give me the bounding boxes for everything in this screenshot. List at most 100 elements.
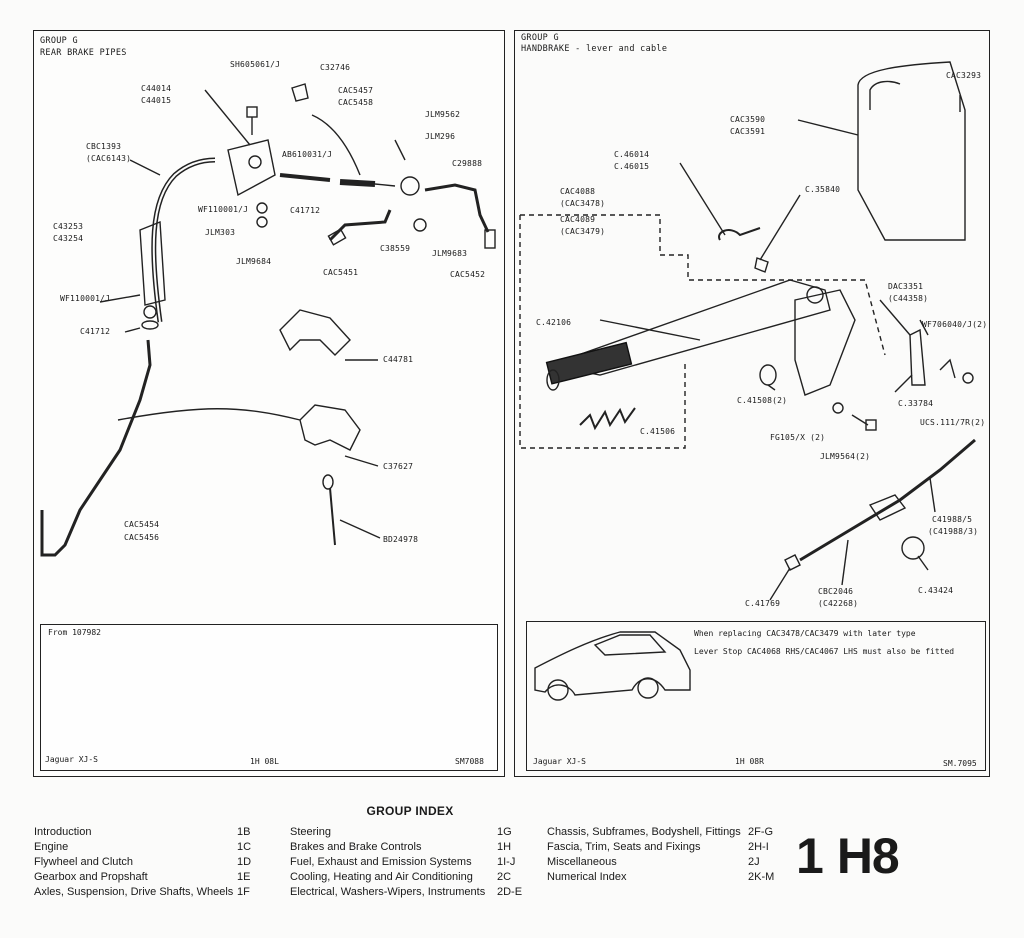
part-label: BD24978 (383, 535, 419, 544)
page-code-digit: 1 (796, 828, 824, 884)
part-label: C.41508(2) (737, 396, 788, 405)
index-entry: Brakes and Brake Controls (290, 841, 422, 853)
handbrake-sheet (514, 30, 990, 777)
part-label: WF110001/J (60, 294, 111, 303)
part-label: JLM9683 (432, 249, 468, 258)
part-label: C.41769 (745, 599, 781, 608)
from-serial-note: From 107982 (48, 628, 101, 637)
part-label: JLM9564(2) (820, 452, 871, 461)
index-entry: Miscellaneous (547, 856, 617, 868)
index-entry: Flywheel and Clutch (34, 856, 134, 868)
right-sm-number: SM.7095 (943, 759, 977, 768)
left-model-name: Jaguar XJ-S (45, 755, 98, 764)
xj-s-car-illustration (534, 631, 691, 696)
index-code: 1E (237, 871, 251, 883)
part-label: CAC3591 (730, 127, 766, 136)
index-code: 2H-I (748, 841, 769, 853)
right-footer-box (526, 621, 986, 771)
part-label: C44781 (383, 355, 414, 364)
part-label: CAC5451 (323, 268, 359, 277)
part-label: CAC4089 (560, 215, 596, 224)
part-label: CAC4088 (560, 187, 596, 196)
group-index-title: GROUP INDEX (366, 804, 454, 818)
right-model-name: Jaguar XJ-S (533, 757, 586, 766)
brake-pipe-bracket (227, 139, 276, 197)
replacement-note-line1: When replacing CAC3478/CAC3479 with late… (694, 629, 916, 638)
part-label: C.42106 (536, 318, 572, 327)
part-label: CBC2046 (818, 587, 854, 596)
flexible-brake-hose (151, 157, 216, 323)
index-code: 2D-E (497, 886, 523, 898)
index-code: 1G (497, 826, 512, 838)
part-label: C.46014 (614, 150, 650, 159)
part-label: CAC5456 (124, 533, 160, 542)
part-label: WF706040/J(2) (922, 320, 988, 329)
page-code-letters: H8 (836, 828, 900, 884)
left-page-ref: 1H 08L (250, 757, 279, 766)
part-label: WF110001/J (198, 205, 249, 214)
part-label: JLM9684 (236, 257, 272, 266)
part-label: CAC5452 (450, 270, 486, 279)
index-entry: Gearbox and Propshaft (34, 871, 148, 883)
part-label: C41712 (290, 206, 321, 215)
part-label: C.46015 (614, 162, 650, 171)
part-label: AB610031/J (282, 150, 333, 159)
part-label: C.41506 (640, 427, 676, 436)
index-entry: Numerical Index (547, 871, 627, 883)
part-label: FG105/X (2) (770, 433, 826, 442)
part-label: C.33784 (898, 399, 934, 408)
four-way-tee (400, 176, 420, 196)
index-entry: Steering (290, 826, 331, 838)
index-entry: Chassis, Subframes, Bodyshell, Fittings (547, 826, 741, 838)
part-label: CAC5454 (124, 520, 160, 529)
part-label: CAC3590 (730, 115, 766, 124)
part-label: C43254 (53, 234, 84, 243)
pipe-clip-c44781 (279, 309, 351, 356)
index-entry: Axles, Suspension, Drive Shafts, Wheels (34, 886, 234, 898)
index-code: 1B (237, 826, 251, 838)
part-label: JLM296 (425, 132, 456, 141)
left-sm-number: SM7088 (455, 757, 484, 766)
part-label: (C44358) (888, 294, 929, 303)
part-label: C41712 (80, 327, 111, 336)
part-label: C44014 (141, 84, 172, 93)
part-label: C44015 (141, 96, 172, 105)
pipe-clip-c37627 (299, 404, 361, 451)
part-label: SH605061/J (230, 60, 281, 69)
part-label: C37627 (383, 462, 414, 471)
index-code: 1H (497, 841, 512, 853)
right-sheet-group: GROUP G (521, 33, 559, 43)
part-label: C41988/5 (932, 515, 973, 524)
part-label: JLM9562 (425, 110, 461, 119)
part-label: C32746 (320, 63, 351, 72)
cable-grommet (901, 536, 925, 560)
part-label: CAC5457 (338, 86, 374, 95)
index-code: 1I-J (497, 856, 516, 868)
right-sheet-title: HANDBRAKE - lever and cable (521, 44, 668, 54)
part-label: DAC3351 (888, 282, 924, 291)
index-code: 2J (748, 856, 760, 868)
part-label: C38559 (380, 244, 411, 253)
handbrake-cable (799, 438, 976, 562)
part-label: C.35840 (805, 185, 841, 194)
index-code: 1D (237, 856, 252, 868)
index-code: 2K-M (748, 871, 775, 883)
index-entry: Cooling, Heating and Air Conditioning (290, 871, 473, 883)
part-label: C29888 (452, 159, 483, 168)
part-label: JLM303 (205, 228, 236, 237)
left-footer-box (40, 624, 498, 771)
left-sheet-group: GROUP G (40, 36, 78, 46)
index-code: 1C (237, 841, 252, 853)
part-label: (CAC6143) (86, 154, 132, 163)
index-entry: Electrical, Washers-Wipers, Instruments (290, 886, 486, 898)
part-label: CAC5458 (338, 98, 374, 107)
part-label: C.43424 (918, 586, 954, 595)
index-code: 2F-G (748, 826, 774, 838)
index-code: 2C (497, 871, 512, 883)
part-label: C43253 (53, 222, 84, 231)
part-label: CAC3293 (946, 71, 982, 80)
index-entry: Introduction (34, 826, 92, 838)
hose-bracket (139, 220, 166, 306)
right-page-ref: 1H 08R (735, 757, 764, 766)
